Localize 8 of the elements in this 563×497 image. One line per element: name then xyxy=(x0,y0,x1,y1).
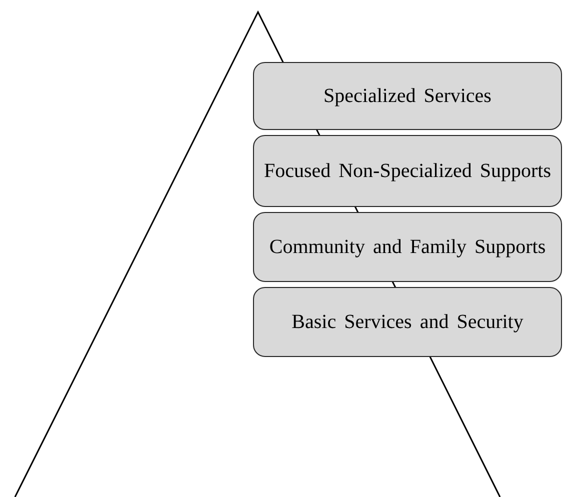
tier-box xyxy=(253,287,562,357)
tier-label: Specialized Services xyxy=(324,84,492,108)
tier-label: Community and Family Supports xyxy=(269,235,546,259)
tier-box xyxy=(253,135,562,207)
tier-label: Basic Services and Security xyxy=(292,310,524,334)
tier-box xyxy=(253,62,562,130)
tier-label: Focused Non-Specialized Supports xyxy=(264,159,552,183)
tier-box xyxy=(253,212,562,282)
